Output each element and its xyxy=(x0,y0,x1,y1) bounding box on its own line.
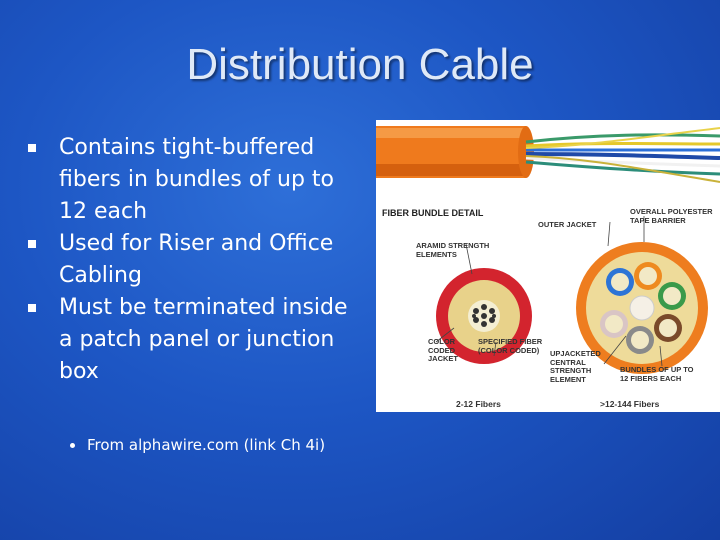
aramid-label: ARAMID STRENGTH ELEMENTS xyxy=(416,241,490,259)
color-jacket-label: COLOR CODED JACKET xyxy=(428,337,459,363)
fiber-count-large: >12-144 Fibers xyxy=(600,399,660,409)
bullet-item: Used for Riser and Office Cabling xyxy=(28,228,358,292)
source-note-text: From alphawire.com (link Ch 4i) xyxy=(87,436,326,454)
fiber-count-small: 2-12 Fibers xyxy=(456,399,501,409)
fiber-bundle-diagram xyxy=(435,216,708,374)
bullet-text: Contains tight-buffered fibers in bundle… xyxy=(59,135,335,224)
slide-title: Distribution Cable xyxy=(186,40,534,89)
bundles-label: BUNDLES OF UP TO 12 FIBERS EACH xyxy=(620,365,694,383)
specified-fiber-label: SPECIFIED FIBER (COLOR CODED) xyxy=(478,337,543,355)
bullet-text: Used for Riser and Office Cabling xyxy=(59,231,334,288)
bullet-list: Contains tight-buffered fibers in bundle… xyxy=(28,132,358,388)
bullet-item: Contains tight-buffered fibers in bundle… xyxy=(28,132,358,228)
square-bullet-icon xyxy=(28,240,36,248)
round-bullet-icon xyxy=(70,443,75,448)
outer-jacket-label: OUTER JACKET xyxy=(538,220,597,229)
cable-figure: FIBER BUNDLE DETAIL xyxy=(376,120,720,412)
square-bullet-icon xyxy=(28,304,36,312)
cable-photo xyxy=(376,120,720,190)
bullet-item: Must be terminated inside a patch panel … xyxy=(28,292,358,388)
source-note: From alphawire.com (link Ch 4i) xyxy=(70,436,325,454)
bullet-text: Must be terminated inside a patch panel … xyxy=(59,295,348,384)
polyester-barrier-label: OVERALL POLYESTER TAPE BARRIER xyxy=(630,207,713,225)
upjacketed-label: UPJACKETED CENTRAL STRENGTH ELEMENT xyxy=(550,349,601,384)
square-bullet-icon xyxy=(28,144,36,152)
figure-heading: FIBER BUNDLE DETAIL xyxy=(382,208,484,218)
